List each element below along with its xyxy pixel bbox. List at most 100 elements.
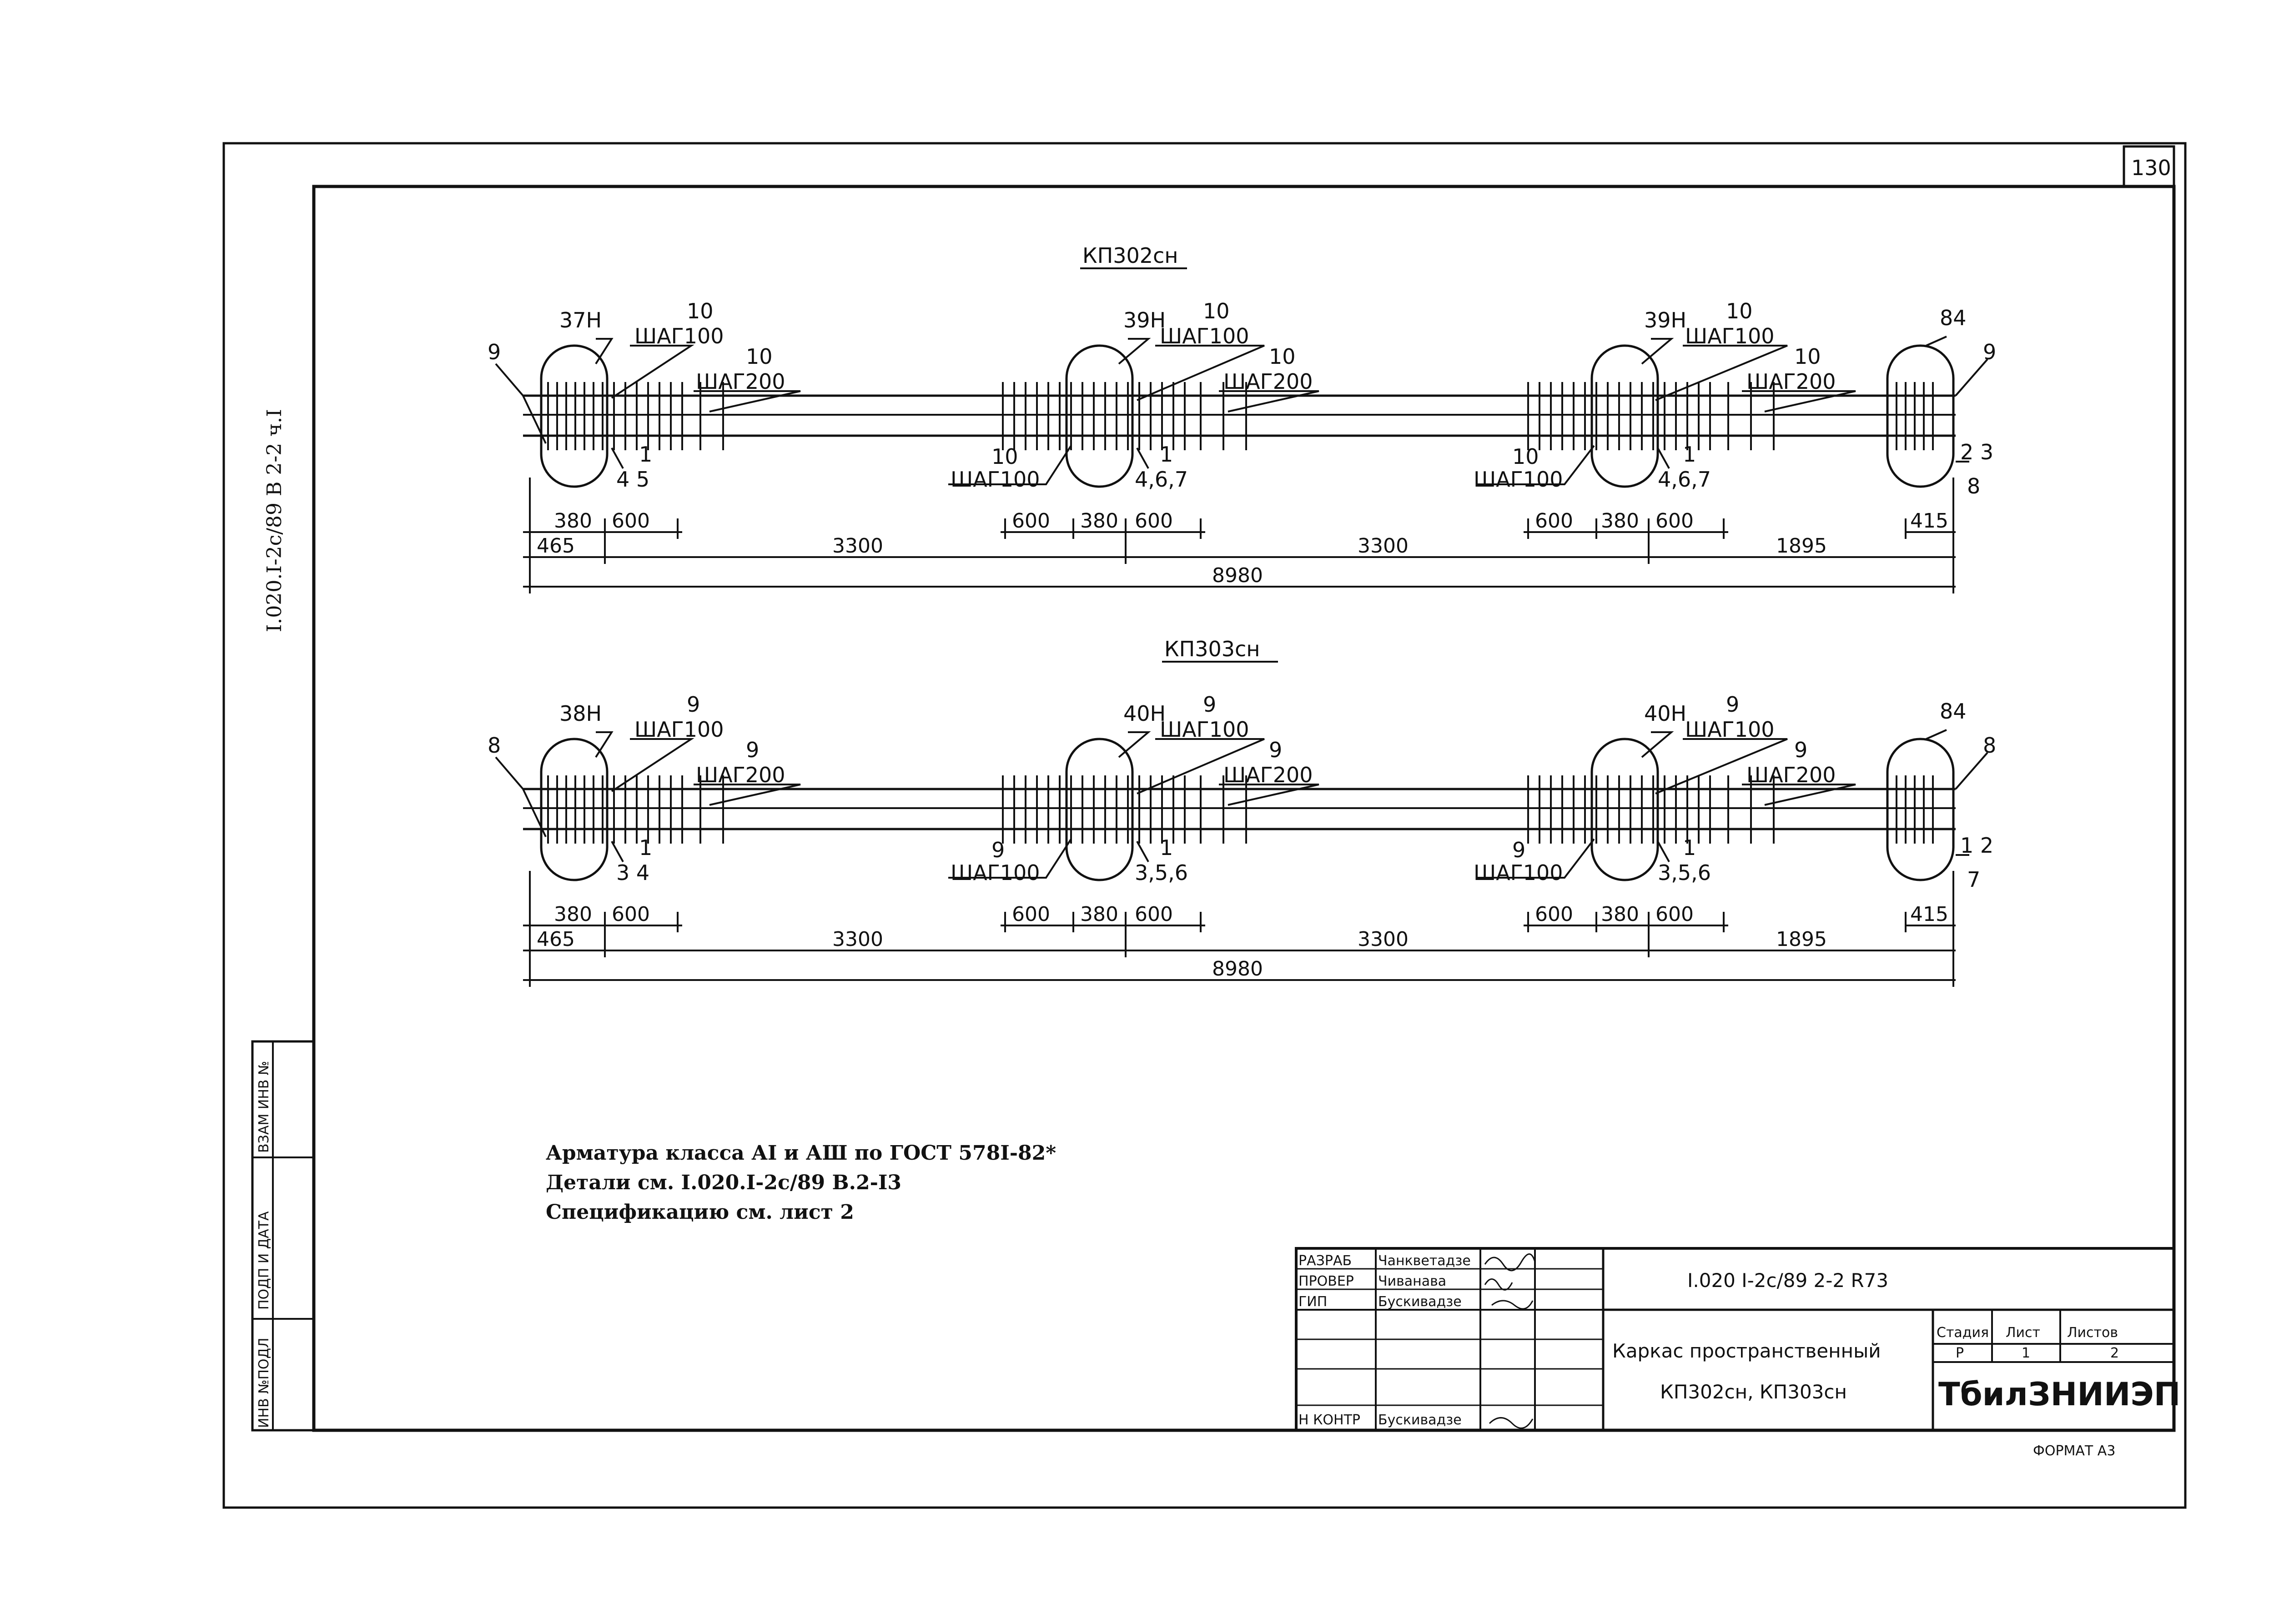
- count-label: 9: [991, 838, 1005, 862]
- signature: [1484, 1278, 1513, 1291]
- leaders: [495, 336, 1988, 485]
- step-label: ШАГ100: [1160, 717, 1249, 742]
- step-label: ШАГ200: [1223, 763, 1313, 787]
- dim-label: 380: [1080, 903, 1118, 926]
- sheets-header: Листов: [2067, 1325, 2118, 1341]
- callout-label: 37Н: [559, 308, 602, 332]
- pos-label: 9: [488, 340, 501, 364]
- leaders: [495, 729, 1988, 879]
- dim-lines: [523, 871, 1956, 987]
- step-label: ШАГ100: [1685, 717, 1775, 742]
- step-label: ШАГ200: [1746, 369, 1836, 394]
- callout-2: [1065, 344, 1134, 488]
- side-code: I.020.I-2с/89 В 2-2 ч.I: [263, 409, 286, 632]
- dim-lines: [523, 478, 1956, 593]
- dim-label: 3300: [832, 928, 883, 951]
- callout-1: [540, 344, 609, 488]
- count-label: 9: [1203, 692, 1216, 717]
- dim-label: 465: [537, 534, 575, 558]
- callout-label: 40Н: [1644, 701, 1686, 726]
- callout-label: 84: [1940, 699, 1967, 724]
- name-line-1: Каркас пространственный: [1612, 1340, 1881, 1362]
- stage-header: Стадия: [1937, 1325, 1989, 1341]
- stirrups-2: [1002, 382, 1247, 450]
- pos-label: 8: [1967, 474, 1980, 498]
- stirrups-1: [547, 382, 724, 450]
- pos-label: 7: [1967, 867, 1980, 892]
- count-label: 9: [687, 692, 700, 717]
- callout-3: [1590, 344, 1659, 488]
- callout-1: [540, 738, 609, 881]
- count-label: 10: [1512, 444, 1539, 469]
- callout-label: 40Н: [1123, 701, 1166, 726]
- stirrups-3: [1527, 382, 1775, 450]
- page-number-box: [2123, 145, 2175, 188]
- frame-kp303: КП303сн: [488, 637, 1996, 987]
- dim-label: 600: [1655, 903, 1694, 926]
- bars-label: 3,5,6: [1135, 860, 1188, 885]
- count-label: 10: [1203, 299, 1230, 323]
- role-label: РАЗРАБ: [1298, 1253, 1352, 1269]
- pos-label: 9: [1983, 340, 1996, 364]
- sheet-value: 1: [2022, 1345, 2030, 1361]
- step-label: ШАГ200: [696, 763, 785, 787]
- signature: [1489, 1417, 1534, 1429]
- dim-label: 600: [1535, 903, 1573, 926]
- role-label: ПРОВЕР: [1298, 1273, 1354, 1289]
- stage-value: Р: [1956, 1345, 1964, 1361]
- format-label: ФОРМАТ А3: [2033, 1443, 2115, 1459]
- dim-label: 3300: [1358, 928, 1409, 951]
- pos-label: 8: [1983, 733, 1996, 758]
- callout-4: [1886, 344, 1955, 488]
- stirrups-2: [1002, 775, 1247, 844]
- outer-border: [222, 142, 2187, 1509]
- designation: I.020 I-2с/89 2-2 R73: [1687, 1269, 1888, 1292]
- stirrups-1: [547, 775, 724, 844]
- callout-label: 39Н: [1644, 308, 1686, 332]
- dim-label: 380: [1080, 509, 1118, 533]
- count-label: 9: [1726, 692, 1739, 717]
- step-label: ШАГ100: [1685, 324, 1775, 348]
- stirrups-3: [1527, 775, 1775, 844]
- dim-label: 380: [1601, 509, 1639, 533]
- dim-label: 1895: [1776, 534, 1827, 558]
- inner-frame: [312, 185, 2176, 1432]
- role-label: Н КОНТР: [1298, 1412, 1360, 1428]
- step-label: ШАГ100: [951, 467, 1040, 492]
- sheet-header: Лист: [2006, 1325, 2040, 1341]
- dim-label: 3300: [832, 534, 883, 558]
- bars-label: 4,6,7: [1658, 467, 1711, 492]
- pos-label: 1 2: [1960, 833, 1993, 858]
- stamp-label: ПОДП И ДАТА: [256, 1211, 272, 1310]
- note-line: Арматура класса АI и АШ по ГОСТ 578I-82*: [546, 1141, 1056, 1165]
- frame-kp302: КП302сн: [488, 243, 1996, 593]
- note-line: Детали см. I.020.I-2с/89 В.2-I3: [546, 1171, 901, 1194]
- count-label: 10: [746, 344, 773, 369]
- page-number: 130: [2131, 156, 2171, 180]
- count-label: 9: [1512, 838, 1525, 862]
- callout-label: 84: [1940, 306, 1967, 330]
- bars-label: 3,5,6: [1658, 860, 1711, 885]
- pos-label: 1: [639, 442, 652, 467]
- step-label: ШАГ200: [696, 369, 785, 394]
- role-name: Бускивадзе: [1378, 1294, 1462, 1310]
- stirrups-4: [1887, 775, 1934, 844]
- stamp-label: ИНВ №ПОДЛ: [256, 1338, 272, 1428]
- sheets-value: 2: [2110, 1345, 2119, 1361]
- frame-title: КП303сн: [1164, 637, 1260, 661]
- dim-label: 415: [1910, 509, 1948, 533]
- count-label: 10: [991, 444, 1018, 469]
- callout-2: [1065, 738, 1134, 881]
- name-line-2: КП302сн, КП303сн: [1660, 1381, 1847, 1403]
- signature: [1484, 1253, 1536, 1272]
- step-label: ШАГ100: [1160, 324, 1249, 348]
- callout-4: [1886, 738, 1955, 881]
- dim-label: 600: [1135, 509, 1173, 533]
- dim-label: 600: [612, 903, 650, 926]
- bars-label: 4,6,7: [1135, 467, 1188, 492]
- dim-label: 3300: [1358, 534, 1409, 558]
- left-stamp: ВЗАМ ИНВ № ПОДП И ДАТА ИНВ №ПОДЛ: [251, 1040, 315, 1432]
- pos-label: 1: [1683, 442, 1696, 467]
- role-name: Чанкветадзе: [1378, 1253, 1471, 1269]
